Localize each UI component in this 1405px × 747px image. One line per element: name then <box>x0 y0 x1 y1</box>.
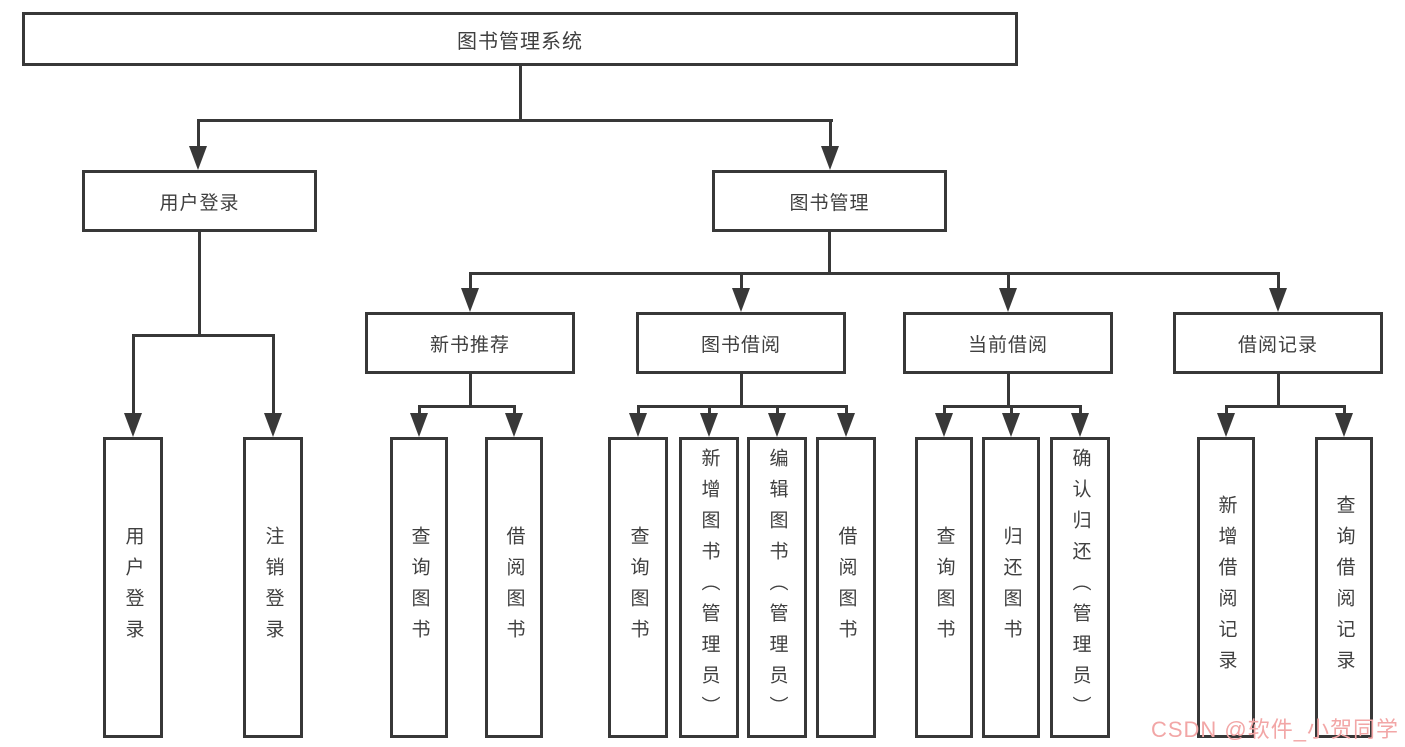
leaf-label: 查询借阅记录 <box>1333 494 1355 681</box>
connector-shaft <box>196 118 200 147</box>
arrowhead-down-icon <box>837 413 855 437</box>
leaf-recommend-borrow-books: 借阅图书 <box>485 437 543 738</box>
leaf-label: 编辑图书（管理员） <box>766 448 788 727</box>
leaf-records-add-record: 新增借阅记录 <box>1197 437 1255 738</box>
connector-userlogin-stem <box>198 230 201 335</box>
arrowhead-down-icon <box>264 413 282 437</box>
arrowhead-down-icon <box>124 413 142 437</box>
arrowhead-down-icon <box>505 413 523 437</box>
connector-shaft <box>131 333 135 414</box>
connector-shaft <box>775 404 779 414</box>
arrowhead-down-icon <box>732 288 750 312</box>
connector-shaft <box>844 404 848 414</box>
node-book-management: 图书管理 <box>712 170 947 232</box>
node-label: 图书管理 <box>789 192 870 214</box>
arrowhead-down-icon <box>821 146 839 170</box>
connector-shaft <box>828 118 832 147</box>
node-new-book-recommend: 新书推荐 <box>365 312 575 374</box>
node-label: 当前借阅 <box>967 334 1048 356</box>
leaf-label: 查询图书 <box>933 525 955 650</box>
arrowhead-down-icon <box>1269 288 1287 312</box>
leaf-records-query-record: 查询借阅记录 <box>1315 437 1373 738</box>
connector-shaft <box>1342 404 1346 414</box>
connector-bookmgmt-bar <box>468 271 1280 275</box>
node-user-login: 用户登录 <box>82 170 317 232</box>
arrowhead-down-icon <box>935 413 953 437</box>
leaf-borrowing-edit-books-admin: 编辑图书（管理员） <box>747 437 807 738</box>
leaf-borrowing-add-books-admin: 新增图书（管理员） <box>679 437 739 738</box>
leaf-user-login: 用户登录 <box>103 437 163 738</box>
leaf-label: 确认归还（管理员） <box>1069 448 1091 727</box>
leaf-label: 借阅图书 <box>503 525 525 650</box>
leaf-current-return-books: 归还图书 <box>982 437 1040 738</box>
node-library-management-system: 图书管理系统 <box>22 12 1018 66</box>
connector-recommend-bar <box>417 404 516 408</box>
arrowhead-down-icon <box>700 413 718 437</box>
leaf-label: 新增借阅记录 <box>1215 494 1237 681</box>
arrowhead-down-icon <box>461 288 479 312</box>
leaf-borrowing-borrow-books: 借阅图书 <box>816 437 876 738</box>
connector-root-stem <box>518 65 522 120</box>
connector-shaft <box>1078 404 1082 414</box>
leaf-label: 注销登录 <box>262 525 284 650</box>
leaf-current-confirm-return-admin: 确认归还（管理员） <box>1050 437 1110 738</box>
node-borrowing-records: 借阅记录 <box>1173 312 1383 374</box>
connector-shaft <box>512 404 516 414</box>
leaf-label: 查询图书 <box>627 525 649 650</box>
leaf-label: 借阅图书 <box>835 525 857 650</box>
connector-shaft <box>739 271 743 289</box>
node-label: 借阅记录 <box>1237 334 1318 356</box>
connector-shaft <box>1006 271 1010 289</box>
leaf-label: 用户登录 <box>122 525 144 650</box>
arrowhead-down-icon <box>999 288 1017 312</box>
connector-records-stem <box>1276 372 1280 407</box>
leaf-label: 查询图书 <box>408 525 430 650</box>
arrowhead-down-icon <box>768 413 786 437</box>
connector-shaft <box>1224 404 1228 414</box>
leaf-current-query-books: 查询图书 <box>915 437 973 738</box>
arrowhead-down-icon <box>189 146 207 170</box>
connector-current-stem <box>1006 372 1010 407</box>
arrowhead-down-icon <box>629 413 647 437</box>
node-label: 新书推荐 <box>429 334 510 356</box>
connector-shaft <box>1009 404 1013 414</box>
connector-shaft <box>468 271 472 289</box>
connector-shaft <box>636 404 640 414</box>
node-book-borrowing: 图书借阅 <box>636 312 846 374</box>
connector-recommend-stem <box>468 372 472 407</box>
leaf-label: 归还图书 <box>1000 525 1022 650</box>
connector-shaft <box>271 333 275 414</box>
arrowhead-down-icon <box>410 413 428 437</box>
arrowhead-down-icon <box>1071 413 1089 437</box>
connector-shaft <box>707 404 711 414</box>
leaf-borrowing-query-books: 查询图书 <box>608 437 668 738</box>
connector-shaft <box>1276 271 1280 289</box>
leaf-logout: 注销登录 <box>243 437 303 738</box>
connector-shaft <box>942 404 946 414</box>
connector-userlogin-bar <box>131 333 275 337</box>
connector-records-bar <box>1224 404 1346 408</box>
connector-borrowing-bar <box>636 404 848 408</box>
leaf-label: 新增图书（管理员） <box>698 448 720 727</box>
arrowhead-down-icon <box>1335 413 1353 437</box>
arrowhead-down-icon <box>1002 413 1020 437</box>
arrowhead-down-icon <box>1217 413 1235 437</box>
node-label: 用户登录 <box>159 192 240 214</box>
connector-bookmgmt-stem <box>828 230 831 275</box>
connector-root-bar <box>196 118 833 122</box>
node-label: 图书借阅 <box>700 334 781 356</box>
leaf-recommend-query-books: 查询图书 <box>390 437 448 738</box>
node-current-borrowing: 当前借阅 <box>903 312 1113 374</box>
csdn-watermark: CSDN @软件_小贺同学 <box>1150 717 1399 742</box>
connector-shaft <box>417 404 421 414</box>
node-label: 图书管理系统 <box>457 30 583 53</box>
connector-borrowing-stem <box>739 372 743 407</box>
